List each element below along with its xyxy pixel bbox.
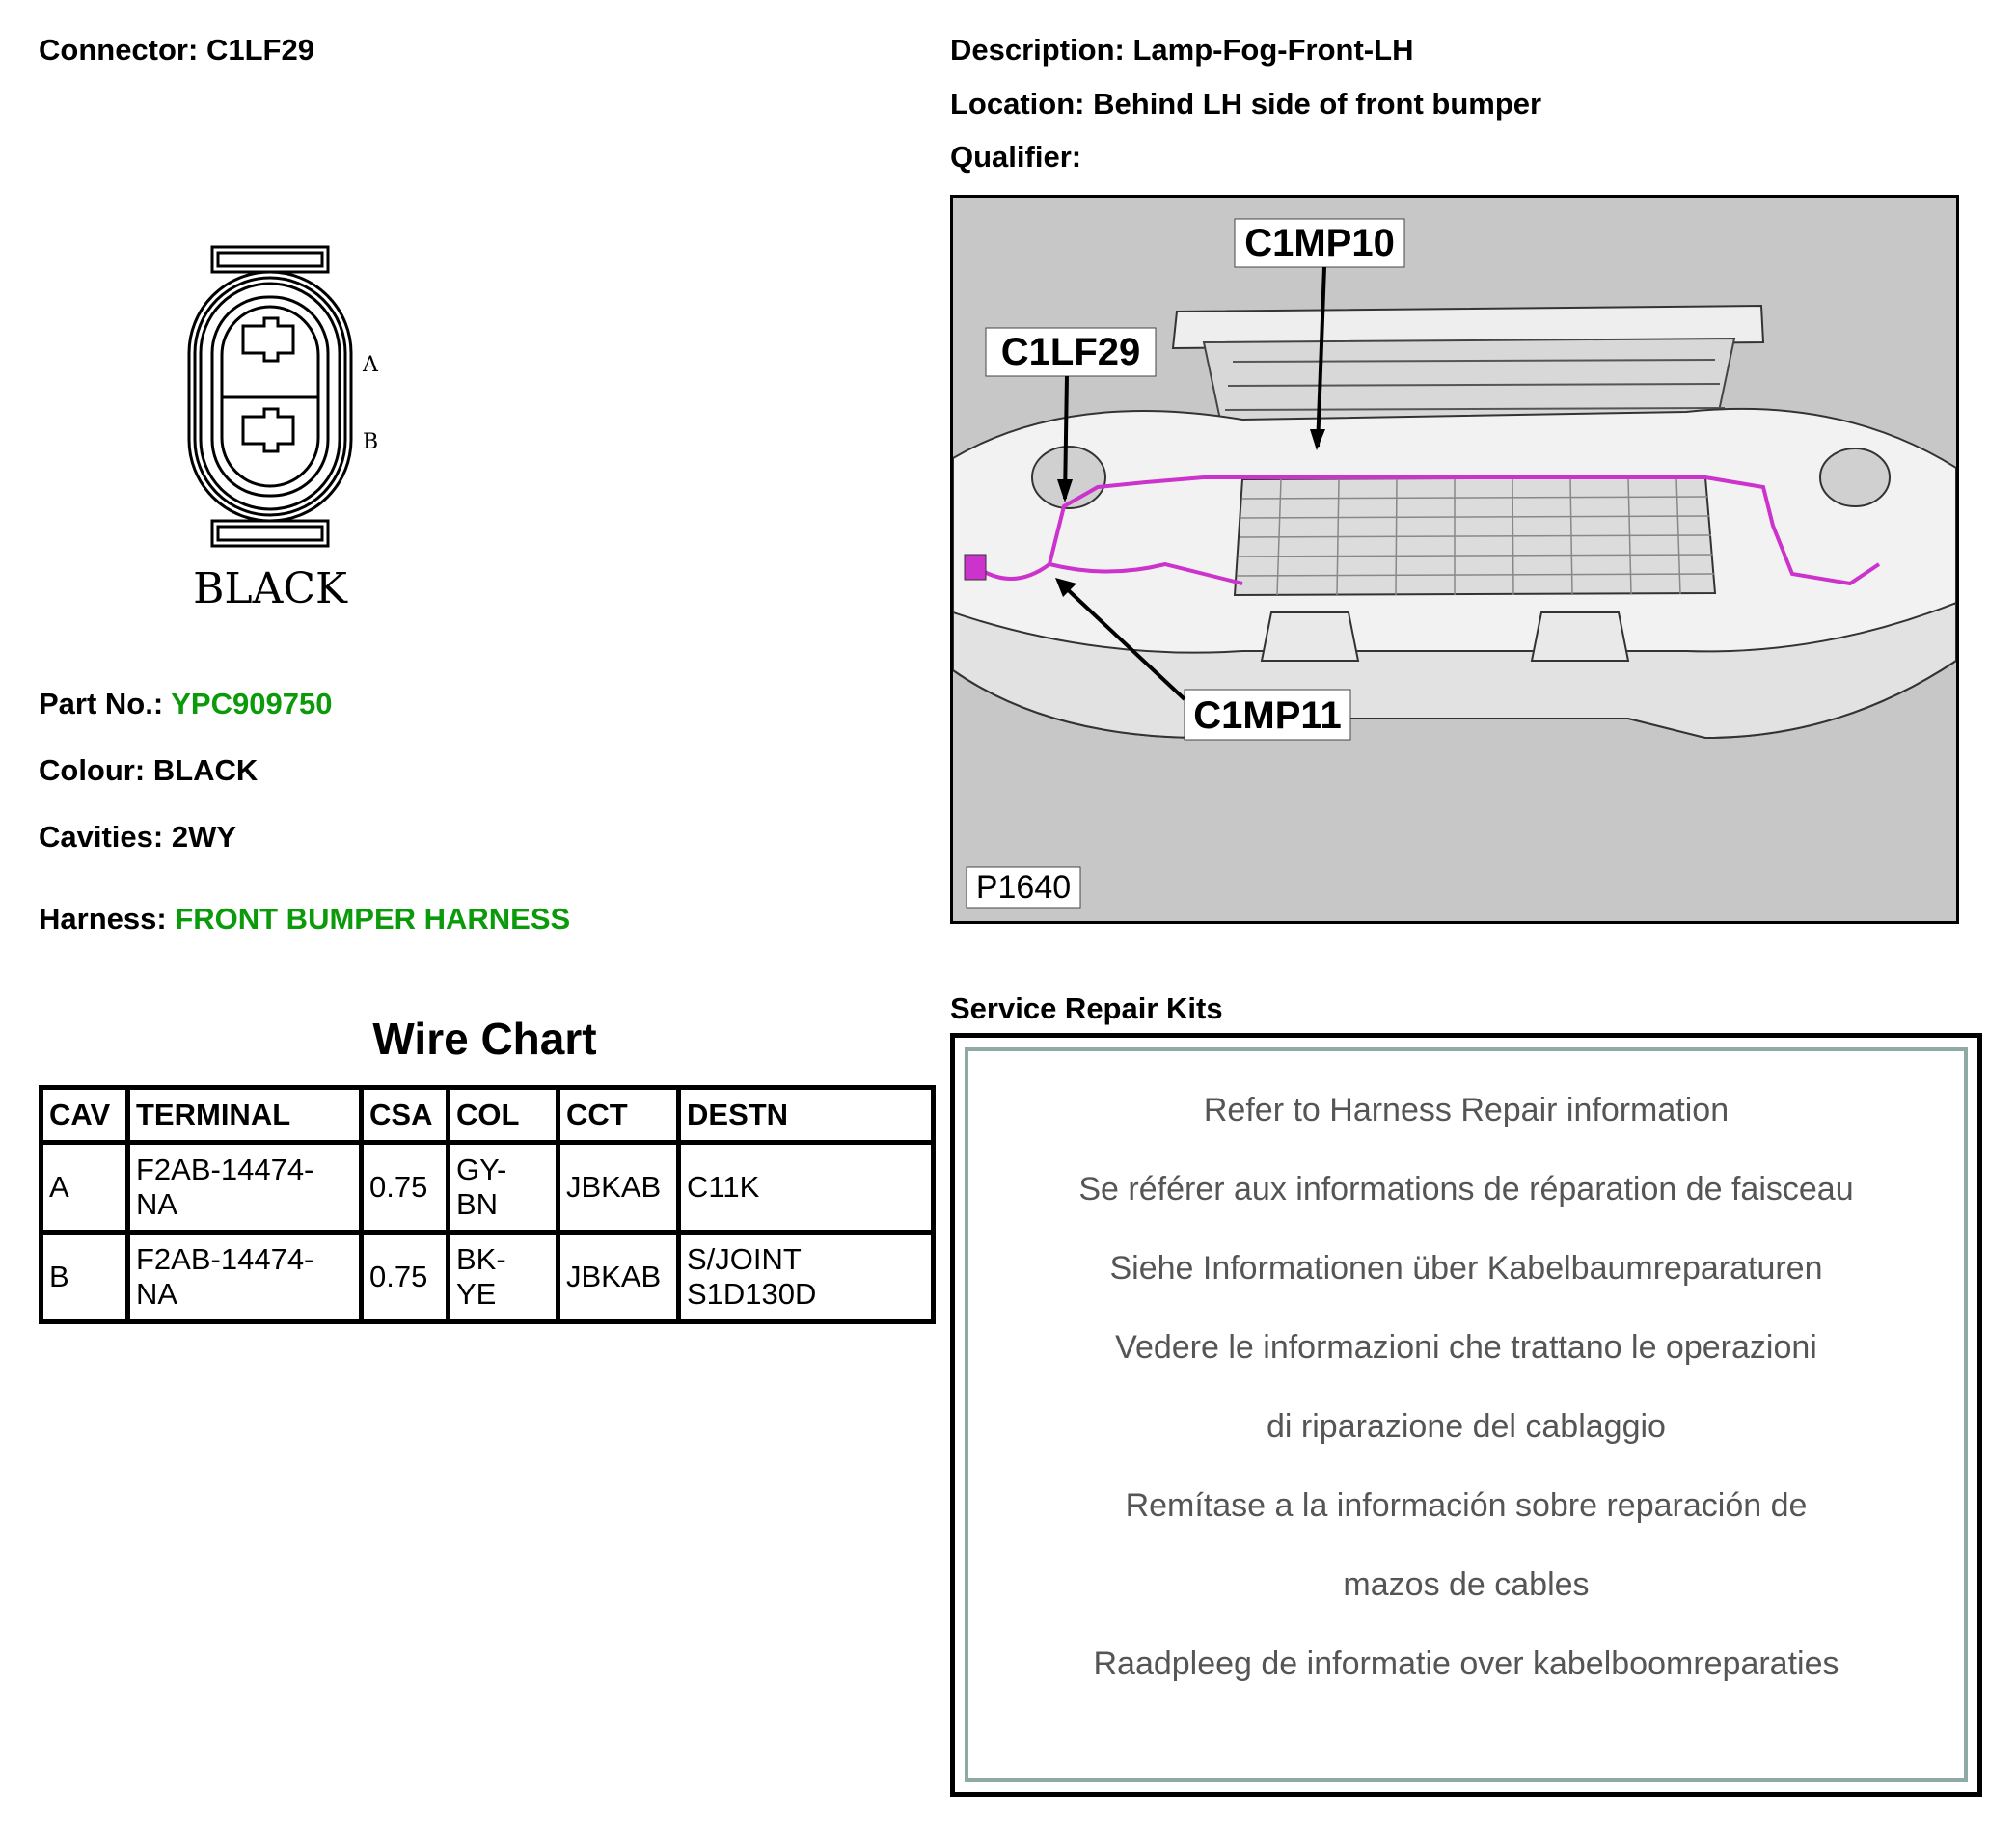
- header-terminal: TERMINAL: [125, 1085, 364, 1145]
- bumper-illustration: C1MP10 C1LF29 C1MP11 P1640: [953, 218, 1956, 909]
- kit-line: Remítase a la información sobre reparaci…: [1125, 1487, 1808, 1524]
- terminal-line-1: F2AB-14474-: [136, 1153, 314, 1186]
- location-image: C1MP10 C1LF29 C1MP11 P1640: [950, 195, 1959, 924]
- header-col: COL: [446, 1085, 560, 1145]
- connector-field: Connector: C1LF29: [39, 33, 314, 68]
- harness-label: Harness:: [39, 902, 167, 936]
- figure-id: P1640: [976, 869, 1071, 906]
- kit-line: di riparazione del cablaggio: [1267, 1408, 1666, 1445]
- kit-line: Raadpleeg de informatie over kabelboomre…: [1093, 1645, 1839, 1682]
- cell-cct: JBKAB: [556, 1140, 681, 1235]
- cell-destn: C11K: [676, 1140, 936, 1235]
- terminal-line-2: NA: [136, 1277, 178, 1311]
- kit-line: Refer to Harness Repair information: [1203, 1092, 1730, 1128]
- col-line-1: BK-: [456, 1242, 506, 1276]
- cell-col: BK-YE: [446, 1230, 560, 1324]
- cell-cav: B: [39, 1230, 130, 1324]
- connector-label: Connector:: [39, 33, 199, 67]
- kit-line: Se référer aux informations de réparatio…: [1078, 1171, 1854, 1208]
- connector-face-diagram: A B BLACK: [187, 245, 379, 613]
- wire-chart-table: CAV TERMINAL CSA COL CCT DESTN A F2AB-14…: [39, 1085, 936, 1324]
- wire-chart-title: Wire Chart: [372, 1014, 597, 1064]
- cell-cct: JBKAB: [556, 1230, 681, 1324]
- cell-csa: 0.75: [359, 1140, 450, 1235]
- location-label: Location:: [950, 87, 1085, 121]
- cavities-value: 2WY: [171, 820, 237, 854]
- connector-colour-text: BLACK: [193, 564, 348, 613]
- destn-line-1: C11K: [687, 1170, 760, 1204]
- header-csa: CSA: [359, 1085, 450, 1145]
- harness-link[interactable]: FRONT BUMPER HARNESS: [175, 902, 571, 936]
- cell-terminal: F2AB-14474-NA: [125, 1140, 364, 1235]
- cell-csa: 0.75: [359, 1230, 450, 1324]
- callout-c1mp10: C1MP10: [1244, 222, 1395, 264]
- terminal-line-1: F2AB-14474-: [136, 1242, 314, 1276]
- table-row: B F2AB-14474-NA 0.75 BK-YE JBKAB S/JOINT…: [39, 1230, 936, 1324]
- callout-c1lf29: C1LF29: [1001, 331, 1141, 373]
- description-value: Lamp-Fog-Front-LH: [1132, 33, 1414, 67]
- service-kits-inner: Refer to Harness Repair information Se r…: [965, 1047, 1968, 1782]
- cavity-b-label: B: [363, 430, 378, 454]
- cell-cav: A: [39, 1140, 130, 1235]
- table-header-row: CAV TERMINAL CSA COL CCT DESTN: [39, 1085, 936, 1145]
- col-line-2: YE: [456, 1277, 497, 1311]
- kit-line: Siehe Informationen über Kabelbaumrepara…: [1109, 1250, 1823, 1287]
- cavity-a-label: A: [362, 353, 379, 377]
- cavities-field: Cavities: 2WY: [39, 820, 236, 855]
- destn-line-1: S/JOINT: [687, 1242, 802, 1276]
- service-kits-title: Service Repair Kits: [950, 991, 1223, 1025]
- service-kits-box: Refer to Harness Repair information Se r…: [950, 1033, 1982, 1797]
- cavities-label: Cavities:: [39, 820, 164, 854]
- cell-terminal: F2AB-14474-NA: [125, 1230, 364, 1324]
- location-field: Location: Behind LH side of front bumper: [950, 87, 1541, 122]
- header-cav: CAV: [39, 1085, 130, 1145]
- header-destn: DESTN: [676, 1085, 936, 1145]
- part-no-field: Part No.: YPC909750: [39, 687, 332, 721]
- col-line-2: BN: [456, 1187, 499, 1221]
- qualifier-field: Qualifier:: [950, 140, 1081, 175]
- colour-label: Colour:: [39, 753, 146, 787]
- header-cct: CCT: [556, 1085, 681, 1145]
- colour-value: BLACK: [152, 753, 259, 787]
- description-field: Description: Lamp-Fog-Front-LH: [950, 33, 1413, 68]
- location-value: Behind LH side of front bumper: [1093, 87, 1542, 121]
- connector-value: C1LF29: [205, 33, 314, 67]
- description-label: Description:: [950, 33, 1125, 67]
- qualifier-label: Qualifier:: [950, 140, 1082, 174]
- colour-field: Colour: BLACK: [39, 753, 258, 788]
- part-no-link[interactable]: YPC909750: [171, 687, 333, 720]
- cell-col: GY-BN: [446, 1140, 560, 1235]
- table-row: A F2AB-14474-NA 0.75 GY-BN JBKAB C11K: [39, 1140, 936, 1235]
- part-no-label: Part No.:: [39, 687, 164, 720]
- destn-line-2: S1D130D: [687, 1277, 817, 1311]
- kit-line: mazos de cables: [1343, 1566, 1590, 1603]
- kit-line: Vedere le informazioni che trattano le o…: [1115, 1329, 1817, 1366]
- terminal-line-2: NA: [136, 1187, 178, 1221]
- col-line-1: GY-: [456, 1153, 507, 1186]
- callout-c1mp11: C1MP11: [1193, 694, 1341, 737]
- harness-field: Harness: FRONT BUMPER HARNESS: [39, 902, 570, 937]
